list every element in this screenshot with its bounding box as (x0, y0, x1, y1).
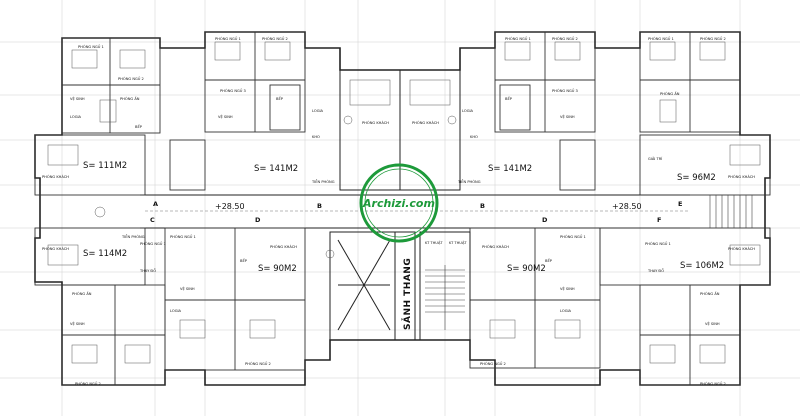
room-label: LOGIA (462, 109, 474, 113)
room-label: PHÒNG NGỦ 1 (215, 36, 241, 41)
axis-letter: F (657, 216, 661, 224)
lobby-label: PHÒNG KHÁCH (412, 120, 439, 125)
room-label: TIỀN PHÒNG (121, 234, 145, 239)
lobby-label: PHÒNG KHÁCH (362, 120, 389, 125)
room-label: PHÒNG ĂN (700, 291, 720, 296)
axis-letter: B (480, 202, 485, 210)
axis-letter: B (317, 202, 322, 210)
room-label: BẾP (505, 95, 513, 101)
interior-walls (34, 31, 771, 386)
room-label: LOGIA (170, 309, 182, 313)
room-label: PHÒNG NGỦ 3 (552, 88, 578, 93)
room-label: VỆ SINH (560, 286, 575, 291)
room-label: PHÒNG NGỦ 2 (480, 361, 506, 366)
axis-letter: C (150, 216, 155, 224)
room-label: VỆ SINH (70, 321, 85, 326)
room-label: LOGIA (560, 309, 572, 313)
level-label-right: +28.50 (612, 202, 642, 211)
axis-letter: A (153, 200, 158, 208)
room-label: PHÒNG NGỦ 1 (560, 234, 586, 239)
level-label-left: +28.50 (215, 202, 245, 211)
room-label: PHÒNG KHÁCH (482, 244, 509, 249)
room-label: THAY ĐỒ (139, 268, 156, 273)
unit-area-label: S= 111M2 (83, 161, 127, 171)
room-label: VỆ SINH (70, 96, 85, 101)
room-label: KHO (470, 135, 478, 139)
axis-letter: D (542, 216, 548, 224)
room-label: THAY ĐỒ (647, 268, 664, 273)
core-labels: PHÒNG KHÁCH PHÒNG KHÁCH KT THUẬT KT THUẬ… (362, 120, 467, 330)
room-label: BẾP (276, 95, 284, 101)
room-label: LOGIA (70, 115, 82, 119)
unit-area-label: S= 90M2 (507, 264, 546, 274)
room-label: TIỀN PHÒNG (311, 179, 335, 184)
watermark-text: Archizi.com (362, 197, 435, 210)
room-label: PHÒNG NGỦ 2 (75, 381, 101, 386)
room-label: PHÒNG NGỦ 1 (648, 36, 674, 41)
room-label: PHÒNG KHÁCH (42, 174, 69, 179)
room-label: VỆ SINH (218, 114, 233, 119)
room-label: PHÒNG KHÁCH (728, 174, 755, 179)
room-label: PHÒNG NGỦ 1 (170, 234, 196, 239)
room-label: PHÒNG NGỦ 2 (552, 36, 578, 41)
watermark-logo: Archizi.com (359, 163, 439, 243)
stair-hall-label: SẢNH THANG (401, 258, 413, 330)
room-label: VỆ SINH (705, 321, 720, 326)
room-label: PHÒNG ĂN (660, 91, 680, 96)
room-label: PHÒNG NGỦ 1 (78, 44, 104, 49)
room-label: VỆ SINH (560, 114, 575, 119)
room-label: PHÒNG KHÁCH (728, 246, 755, 251)
tech-room-label: KT THUẬT (449, 240, 467, 245)
room-labels: PHÒNG NGỦ 1 PHÒNG NGỦ 2 PHÒNG ĂN VỆ SINH… (42, 36, 755, 386)
room-label: PHÒNG KHÁCH (42, 246, 69, 251)
room-label: PHÒNG NGỦ 2 (700, 36, 726, 41)
axis-letter: D (255, 216, 261, 224)
unit-area-label: S= 114M2 (83, 249, 127, 259)
axis-letter: E (678, 200, 682, 208)
axis-markers: A C D B B D F E (150, 200, 682, 224)
room-label: BẾP (240, 257, 248, 263)
room-label: LOGIA (312, 109, 324, 113)
room-label: BẾP (545, 257, 553, 263)
room-label: VỆ SINH (180, 286, 195, 291)
central-core (329, 69, 753, 341)
unit-area-labels: S= 111M2 S= 141M2 S= 141M2 S= 96M2 S= 11… (83, 161, 724, 274)
room-label: PHÒNG NGỦ 2 (262, 36, 288, 41)
furniture (47, 41, 761, 364)
room-label: PHÒNG NGỦ 2 (118, 76, 144, 81)
unit-area-label: S= 96M2 (677, 173, 716, 183)
room-label: PHÒNG NGỦ 2 (245, 361, 271, 366)
room-label: TIỀN PHÒNG (457, 179, 481, 184)
room-label: PHÒNG NGỦ 3 (220, 88, 246, 93)
tech-room-label: KT THUẬT (425, 240, 443, 245)
room-label: GIẢI TRÍ (648, 156, 662, 161)
room-label: PHÒNG ĂN (72, 291, 92, 296)
room-label: PHÒNG NGỦ 1 (505, 36, 531, 41)
room-label: PHÒNG NGỦ 2 (700, 381, 726, 386)
unit-area-label: S= 141M2 (254, 164, 298, 174)
room-label: KHO (312, 135, 320, 139)
room-label: PHÒNG KHÁCH (270, 244, 297, 249)
room-label: PHÒNG ĂN (120, 96, 140, 101)
room-label: PHÒNG NGỦ 1 (140, 241, 166, 246)
room-label: PHÒNG NGỦ 1 (645, 241, 671, 246)
unit-area-label: S= 141M2 (488, 164, 532, 174)
unit-area-label: S= 90M2 (258, 264, 297, 274)
unit-area-label: S= 106M2 (680, 261, 724, 271)
room-label: BẾP (135, 123, 143, 129)
